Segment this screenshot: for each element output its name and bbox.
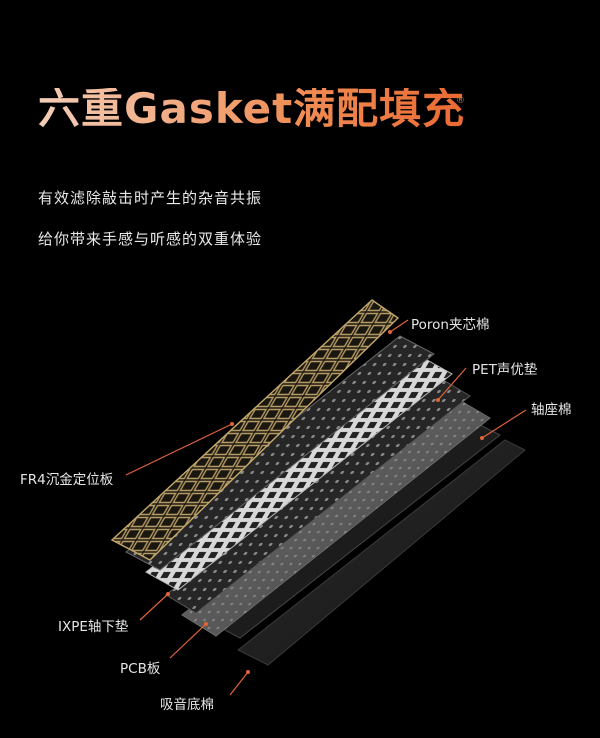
label-poron: Poron夹芯棉: [411, 317, 490, 333]
layer-fr4-plate: [110, 299, 400, 561]
registered-mark: ®: [456, 96, 465, 106]
subtitle-line-2: 给你带来手感与听感的双重体验: [38, 230, 263, 248]
label-switch-foam: 轴座棉: [531, 402, 572, 418]
label-pet: PET声优垫: [472, 362, 538, 378]
page-title: 六重Gasket满配填充: [38, 84, 466, 133]
label-pcb: PCB板: [120, 661, 161, 677]
label-fr4-plate: FR4沉金定位板: [20, 472, 114, 488]
label-bottom-foam: 吸音底棉: [160, 697, 214, 713]
subtitle-line-1: 有效滤除敲击时产生的杂音共振: [38, 189, 263, 207]
label-ixpe: IXPE轴下垫: [58, 619, 129, 635]
layer-bottom-foam: [237, 439, 526, 666]
